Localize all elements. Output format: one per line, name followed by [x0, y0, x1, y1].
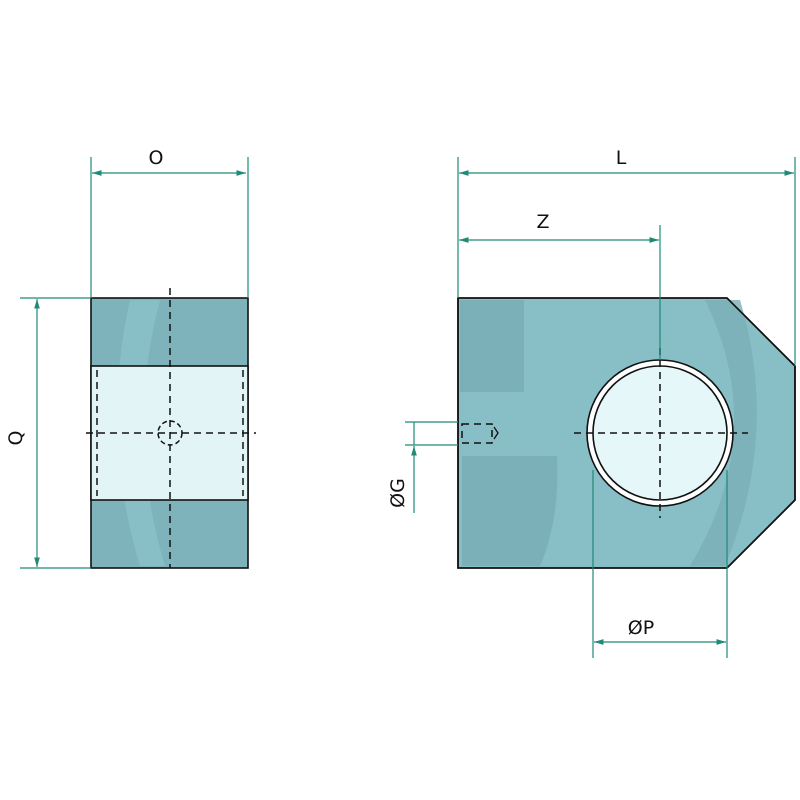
front-view: L Z ØP ØG	[387, 147, 796, 658]
dim-o-label: O	[149, 147, 164, 169]
front-view-outline	[457, 297, 796, 569]
side-view: O Q	[5, 147, 256, 569]
side-view-hole-circle	[157, 420, 183, 446]
dim-g-label: ØG	[387, 478, 409, 508]
threaded-hole-tip	[493, 426, 499, 440]
dim-z-label: Z	[536, 211, 549, 233]
front-view-shade-bottom	[462, 456, 558, 566]
front-view-shade-right	[690, 300, 757, 566]
dim-l-label: L	[616, 147, 627, 169]
front-view-shade-top	[460, 300, 524, 392]
dim-p-label: ØP	[628, 617, 654, 639]
threaded-hole-hidden	[461, 423, 493, 444]
dim-q-label: Q	[5, 431, 27, 446]
